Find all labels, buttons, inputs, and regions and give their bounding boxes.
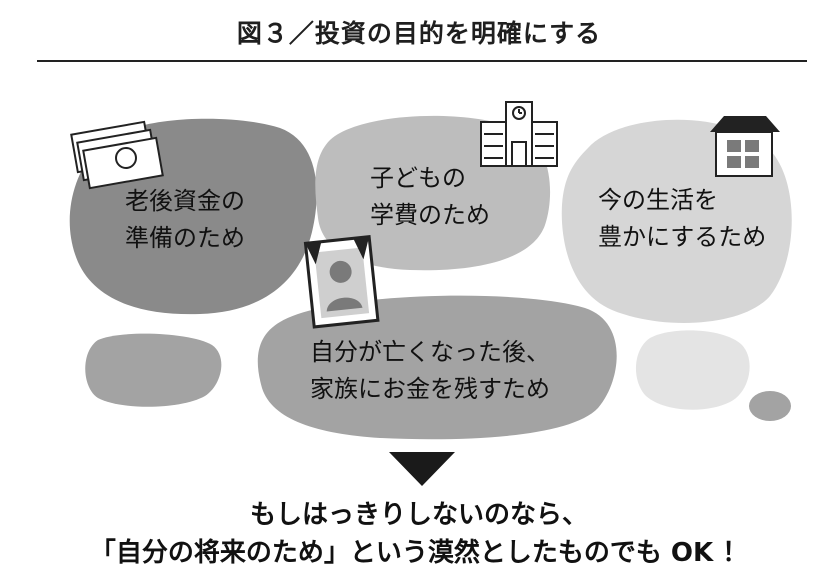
bubble-lifestyle-text: 今の生活を 豊かにするため xyxy=(598,182,766,256)
bubble-inheritance-line1: 自分が亡くなった後、 xyxy=(310,338,550,366)
bubble-retirement-line1: 老後資金の xyxy=(125,187,245,215)
bubble-education-line1: 子どもの xyxy=(370,164,466,192)
bubble-inheritance-text: 自分が亡くなった後、 家族にお金を残すため xyxy=(310,334,550,408)
house-icon xyxy=(710,116,780,177)
bubble-education-text: 子どもの 学費のため xyxy=(370,160,490,234)
memorial-portrait-icon xyxy=(303,235,380,329)
blob-small-right xyxy=(635,330,750,410)
banknotes-icon xyxy=(70,120,164,190)
school-building-icon xyxy=(480,101,558,167)
bubble-lifestyle-line2: 豊かにするため xyxy=(598,223,767,251)
bubble-retirement-text: 老後資金の 準備のため xyxy=(125,183,245,257)
blob-inheritance xyxy=(257,295,617,440)
blob-small-left xyxy=(85,333,222,407)
down-arrow xyxy=(389,452,455,486)
bubble-lifestyle-line1: 今の生活を xyxy=(598,186,718,214)
bubble-retirement-line2: 準備のため xyxy=(125,224,245,252)
bubble-education-line2: 学費のため xyxy=(370,201,490,229)
title-divider xyxy=(37,60,807,62)
bubble-inheritance-line2: 家族にお金を残すため xyxy=(310,375,550,403)
conclusion-line2: 「自分の将来のため」という漠然としたものでも OK ！ xyxy=(89,538,749,568)
conclusion-line1: もしはっきりしないのなら、 xyxy=(249,500,588,530)
figure-title: 図３／投資の目的を明確にする xyxy=(236,19,602,48)
blob-tiny-right xyxy=(749,391,791,421)
